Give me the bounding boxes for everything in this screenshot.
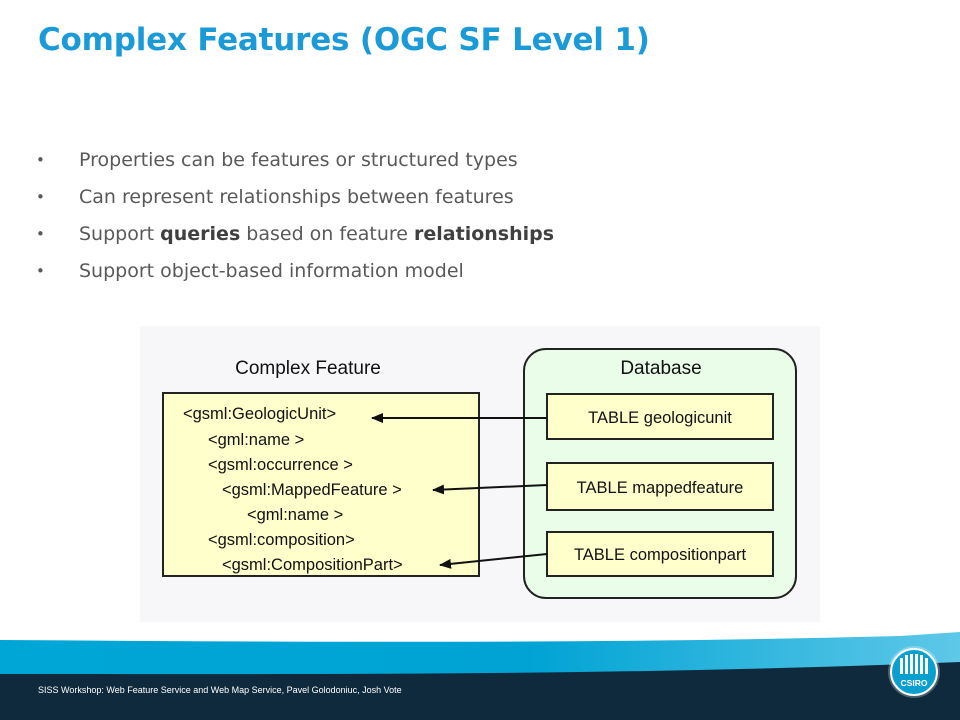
logo-text: CSIRO [901, 678, 928, 688]
bullet-dot: • [36, 262, 45, 280]
feature-line: <gsml:composition> [208, 531, 355, 549]
table-box [546, 393, 774, 440]
database-heading: Database [620, 358, 701, 379]
bullet-item: • Support object-based information model [36, 253, 554, 290]
table-label: TABLE geologicunit [588, 409, 732, 427]
bullet-item: • Properties can be features or structur… [36, 142, 554, 179]
bullet-text-pre: Support [79, 223, 161, 245]
bullet-dot: • [36, 151, 45, 169]
feature-line: <gsml:CompositionPart> [222, 556, 403, 574]
footer-dark-strip [0, 662, 960, 720]
bullet-item: • Can represent relationships between fe… [36, 179, 554, 216]
diagram-svg: Complex Feature <gsml:GeologicUnit> <gml… [162, 348, 797, 599]
table-box [546, 462, 774, 511]
bullet-text: Can represent relationships between feat… [79, 186, 514, 208]
csiro-logo-icon: CSIRO [888, 646, 940, 698]
bullet-dot: • [36, 225, 45, 243]
footer-band [0, 632, 960, 720]
bullet-bold-relationships: relationships [414, 223, 555, 245]
footer-caption: SISS Workshop: Web Feature Service and W… [38, 685, 402, 695]
feature-line: <gml:name > [208, 431, 304, 449]
mapping-arrow [432, 484, 548, 495]
mapping-diagram: Complex Feature <gsml:GeologicUnit> <gml… [140, 326, 820, 622]
bullet-item: • Support queries based on feature relat… [36, 216, 554, 253]
bullet-text: Support object-based information model [79, 260, 464, 282]
bullet-list: • Properties can be features or structur… [36, 142, 554, 290]
bullet-bold-queries: queries [160, 223, 241, 245]
slide-title: Complex Features (OGC SF Level 1) [38, 22, 650, 58]
feature-line: <gsml:MappedFeature > [222, 481, 402, 499]
feature-line: <gsml:GeologicUnit> [183, 405, 336, 423]
table-label: TABLE mappedfeature [577, 479, 744, 497]
complex-feature-box [162, 392, 480, 577]
bullet-dot: • [36, 188, 45, 206]
feature-line: <gsml:occurrence > [208, 456, 353, 474]
feature-line: <gml:name > [247, 506, 343, 524]
bullet-text: Properties can be features or structured… [79, 149, 518, 171]
complex-feature-heading: Complex Feature [235, 358, 381, 379]
bullet-text-mid: based on feature [240, 223, 415, 245]
mapping-arrow [439, 553, 548, 569]
table-box [546, 531, 774, 577]
table-label: TABLE compositionpart [574, 546, 747, 564]
